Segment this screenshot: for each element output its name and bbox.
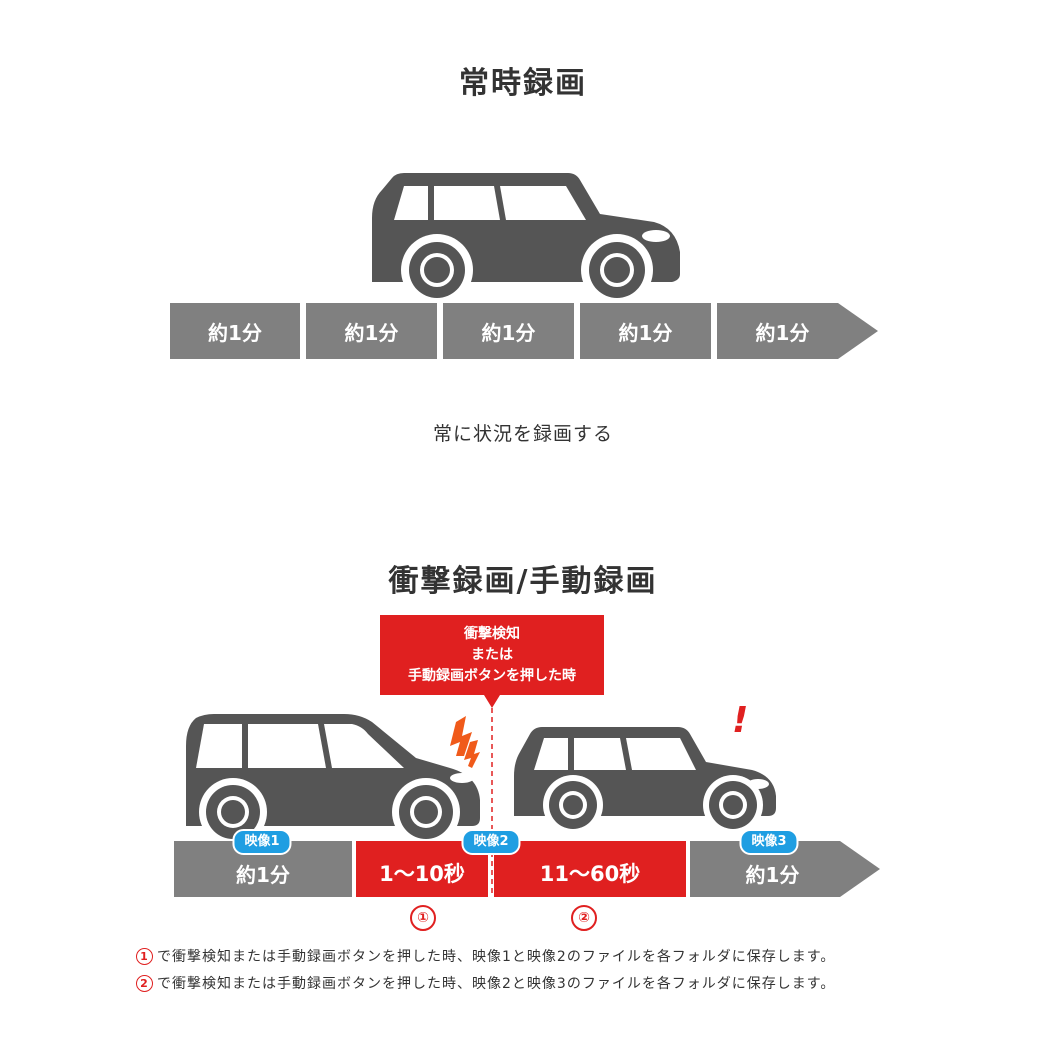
car-icon-top: [372, 173, 680, 306]
car-icon-bottom-left: [186, 714, 480, 846]
timeline-top-segment-4: [580, 303, 711, 359]
callout-line-3: 手動録画ボタンを押した時: [408, 667, 576, 684]
callout-line-2: または: [471, 646, 513, 663]
timeline-bottom-segment-4-arrow: [690, 841, 880, 897]
section2-title: 衝撃録画/手動録画: [388, 564, 658, 599]
timeline-top-segment-2: [306, 303, 437, 359]
timeline-bottom-label-3: 11〜60秒: [539, 862, 641, 886]
timeline-top-label-3: 約1分: [481, 320, 536, 345]
callout-line-1: 衝撃検知: [464, 625, 520, 642]
section1-title: 常時録画: [459, 66, 587, 101]
section1-caption: 常に状況を録画する: [432, 423, 613, 445]
footnote-1-text: で衝撃検知または手動録画ボタンを押した時、映像1と映像2のファイルを各フォルダに…: [157, 949, 836, 965]
impact-callout: 衝撃検知 または 手動録画ボタンを押した時: [380, 615, 604, 695]
footnote-1-number: 1: [136, 947, 153, 965]
timeline-top-label-2: 約1分: [344, 320, 399, 345]
marker-1: ①: [410, 905, 436, 931]
timeline-top-label-4: 約1分: [618, 320, 673, 345]
timeline-bottom-label-4: 約1分: [745, 862, 800, 887]
lightning-icon: [450, 716, 480, 768]
timeline-top-segment-3: [443, 303, 574, 359]
timeline-bottom: [174, 841, 880, 897]
timeline-bottom-label-1: 約1分: [236, 862, 290, 887]
timeline-top: [170, 303, 878, 359]
timeline-bottom-label-2: 1〜10秒: [379, 862, 465, 886]
video-badge-1: 映像1: [232, 829, 292, 855]
exclamation-icon: !: [732, 700, 749, 741]
footnote-2-text: で衝撃検知または手動録画ボタンを押した時、映像2と映像3のファイルを各フォルダに…: [157, 976, 836, 992]
timeline-top-label-5: 約1分: [755, 320, 810, 345]
footnote-1: 1 で衝撃検知または手動録画ボタンを押した時、映像1と映像2のファイルを各フォル…: [136, 946, 835, 966]
footnote-2-number: 2: [136, 974, 153, 992]
footnote-2: 2 で衝撃検知または手動録画ボタンを押した時、映像2と映像3のファイルを各フォル…: [136, 973, 835, 993]
timeline-top-segment-5-arrow: [717, 303, 878, 359]
video-badge-3: 映像3: [739, 829, 799, 855]
marker-2: ②: [571, 905, 597, 931]
timeline-top-segment-1: [170, 303, 300, 359]
car-icon-bottom-right: [514, 727, 776, 835]
callout-pointer: [484, 695, 500, 708]
timeline-bottom-segment-3: [494, 841, 686, 897]
timeline-top-label-1: 約1分: [208, 320, 262, 345]
video-badge-2: 映像2: [461, 829, 521, 855]
